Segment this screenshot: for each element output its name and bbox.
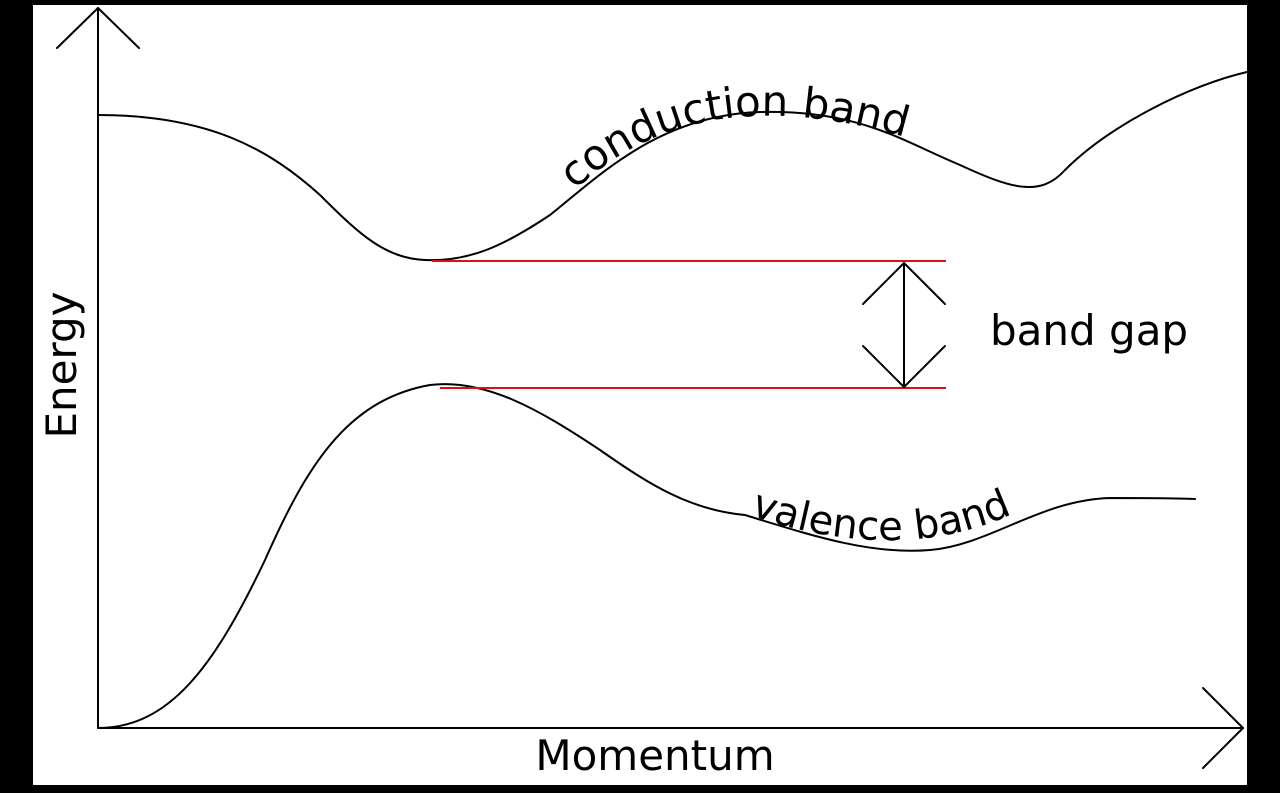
band-gap-label: band gap [990,306,1188,355]
conduction-band-curve [97,71,1248,262]
band-gap-arrow-head-down [862,345,946,388]
diagram-canvas [33,5,1247,785]
momentum-axis-arrowhead [1202,687,1244,769]
band-gap-arrow-head-up [862,262,946,305]
energy-axis-label: Energy [37,291,86,438]
momentum-axis-label: Momentum [535,731,774,780]
valence-band-curve [97,383,1196,729]
energy-axis-arrowhead [56,7,140,49]
